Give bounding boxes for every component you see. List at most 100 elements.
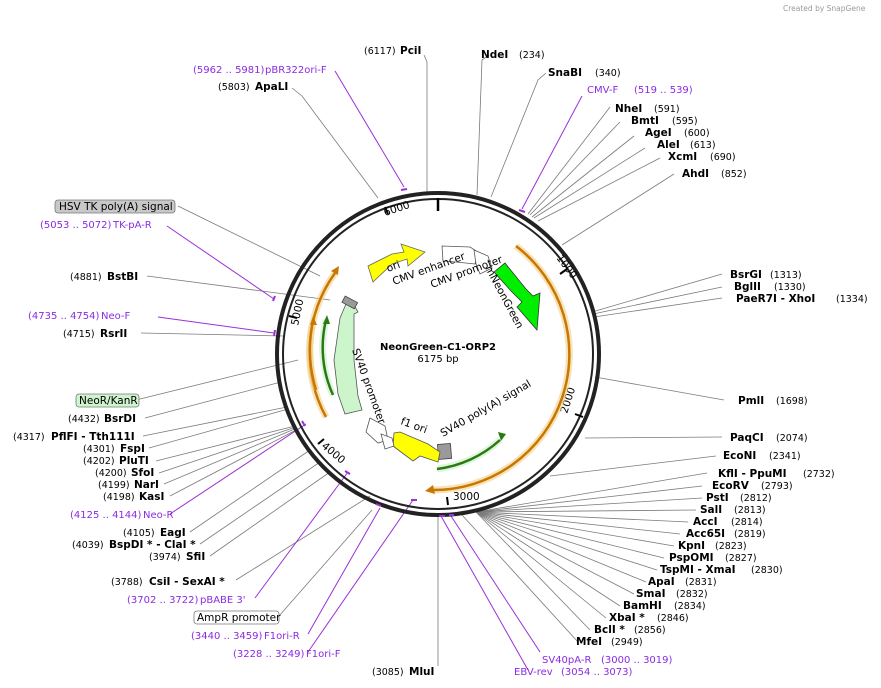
enzyme-pos: (4198) [103, 492, 135, 503]
inner-features [333, 243, 541, 463]
enzyme-name: CsiI - SexAI * [149, 576, 225, 588]
enzyme-pos: (2856) [634, 625, 666, 636]
enzyme-pos: (613) [690, 140, 716, 151]
enzyme-name: BmtI [631, 115, 659, 127]
enzyme-pos: (4200) [95, 468, 127, 479]
primer-name: TK-pA-R [112, 220, 152, 231]
snapgene-attribution: Created by SnapGene [783, 4, 866, 13]
enzyme-pos: (4881) [70, 272, 102, 283]
cmv-promoter-arrow [473, 249, 493, 275]
green-feature-arcs [319, 315, 506, 473]
enzyme-name: SfiI [186, 551, 205, 563]
primer-name: EBV-rev [514, 667, 553, 678]
enzyme-name: EcoNI [723, 450, 756, 462]
enzyme-pos: (340) [595, 68, 621, 79]
primer-leader-lines [157, 70, 583, 671]
enzyme-name: AccI [693, 516, 717, 528]
enzyme-pos: (4039) [72, 540, 104, 551]
enzyme-name: PaqCI [730, 432, 764, 444]
enzyme-pos: (2812) [740, 493, 772, 504]
enzyme-pos: (600) [684, 128, 710, 139]
enzyme-pos: (2831) [685, 577, 717, 588]
enzyme-name: AgeI [645, 127, 672, 139]
primer-name: Neo-R [143, 510, 174, 521]
enzyme-pos: (1330) [774, 282, 806, 293]
primer-range: (3228 .. 3249) [233, 649, 305, 660]
enzyme-name: BglII [734, 281, 761, 293]
enzyme-name: PspOMI [669, 552, 714, 564]
enzyme-pos: (2074) [776, 433, 808, 444]
primer-name: pBABE 3' [200, 595, 246, 606]
enzyme-pos: (2830) [751, 565, 783, 576]
enzyme-pos: (4432) [68, 414, 100, 425]
enzyme-pos: (4715) [63, 329, 95, 340]
enzyme-name: AhdI [682, 168, 709, 180]
boxed-feature-hsv-tk-polya: HSV TK poly(A) signal [54, 199, 176, 214]
cmv-enhancer-arrow [441, 245, 479, 265]
enzyme-name: Acc65I [686, 528, 725, 540]
enzyme-name: NheI [615, 103, 642, 115]
plasmid-size: 6175 bp [417, 354, 458, 365]
enzyme-labels-right: BsrGI (1313) BglII (1330) PaeR7I - XhoI … [576, 269, 868, 648]
enzyme-name: PluTI [119, 455, 149, 467]
enzyme-name: XbaI * [609, 612, 645, 624]
primer-range: (4125 .. 4144) [70, 510, 142, 521]
primer-range: (5962 .. 5981) [193, 65, 265, 76]
enzyme-name: KpnI [678, 540, 705, 552]
orange-feature-arcs [306, 243, 573, 494]
enzyme-pos: (2793) [761, 481, 793, 492]
enzyme-pos: (4202) [83, 456, 115, 467]
enzyme-pos: (3974) [149, 552, 181, 563]
primer-name: pBR322ori-F [265, 65, 327, 76]
enzyme-pos: (2823) [715, 541, 747, 552]
enzyme-name: ApaI [648, 576, 675, 588]
enzyme-name: SfoI [131, 467, 154, 479]
svg-text:AmpR promoter: AmpR promoter [197, 612, 281, 624]
enzyme-name: KflI - PpuMI [718, 468, 787, 480]
enzyme-pos: (6117) [364, 46, 396, 57]
ori-label: ori [385, 259, 402, 275]
hsv-tk-polya-bar [341, 295, 359, 310]
svg-text:HSV TK poly(A) signal: HSV TK poly(A) signal [59, 201, 173, 213]
enzyme-name: MfeI [576, 636, 602, 648]
enzyme-pos: (4105) [123, 528, 155, 539]
enzyme-pos: (595) [672, 116, 698, 127]
enzyme-pos: (5803) [218, 82, 250, 93]
enzyme-name: SmaI [636, 588, 666, 600]
enzyme-pos: (2846) [657, 613, 689, 624]
enzyme-name: BsrDI [104, 413, 136, 425]
enzyme-pos: (2819) [734, 529, 766, 540]
enzyme-labels-left: (5803) ApaLI (4881) BstBI (4715) RsrII (… [13, 81, 288, 588]
enzyme-pos: (2732) [803, 469, 835, 480]
enzyme-pos: (234) [519, 50, 545, 61]
primer-name: CMV-F [587, 85, 618, 96]
enzyme-pos: (852) [721, 169, 747, 180]
enzyme-name: BclI * [594, 624, 625, 636]
enzyme-pos: (2834) [674, 601, 706, 612]
primer-range: (3440 .. 3459) [191, 631, 263, 642]
enzyme-leader-lines [135, 54, 725, 666]
enzyme-name: PciI [400, 45, 421, 57]
primer-range: (4735 .. 4754) [28, 311, 100, 322]
enzyme-pos: (2832) [676, 589, 708, 600]
mneongreen-arrow [493, 262, 541, 331]
primer-name: SV40pA-R [542, 655, 591, 666]
f1-ori-arrow [392, 431, 441, 463]
enzyme-pos: (4199) [98, 480, 130, 491]
plasmid-name: NeonGreen-C1-ORP2 [380, 342, 496, 353]
primer-range: (3054 .. 3073) [561, 667, 633, 678]
enzyme-pos: (690) [710, 152, 736, 163]
boxed-feature-ampr-promoter: AmpR promoter [193, 610, 281, 625]
primer-name: Neo-F [101, 311, 131, 322]
enzyme-name: PstI [706, 492, 729, 504]
enzyme-pos: (4301) [83, 444, 115, 455]
enzyme-name: EcoRV [712, 480, 750, 492]
enzyme-pos: (2341) [769, 451, 801, 462]
enzyme-pos: (2827) [725, 553, 757, 564]
ori-arrow [367, 243, 426, 283]
enzyme-name: RsrII [100, 328, 127, 340]
primer-range: (3000 .. 3019) [601, 655, 673, 666]
enzyme-pos: (3788) [111, 577, 143, 588]
enzyme-name: SalI [700, 504, 722, 516]
